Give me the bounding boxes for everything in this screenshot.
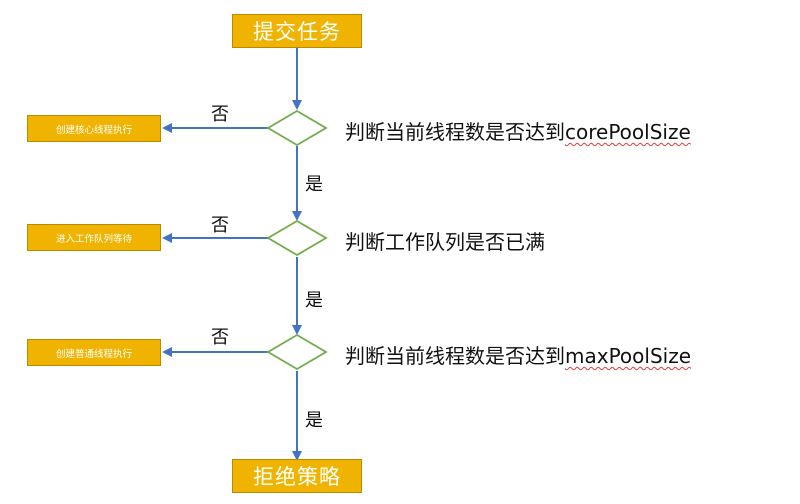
no-label-1: 否 (211, 104, 229, 125)
decision-question-1: 判断当前线程数是否达到corePoolSize (345, 116, 691, 145)
decision-question-1-term: corePoolSize (565, 120, 691, 144)
action-box-3: 创建普通线程执行 (27, 339, 161, 366)
no-label-2: 否 (211, 215, 229, 236)
action-box-1: 创建核心线程执行 (27, 115, 161, 142)
decision-question-2: 判断工作队列是否已满 (345, 226, 545, 255)
decision-diamond-3 (266, 333, 328, 371)
decision-question-3-text: 判断当前线程数是否达到 (345, 344, 565, 368)
yes-label-3: 是 (305, 410, 323, 431)
no-label-3: 否 (211, 327, 229, 348)
decision-question-1-text: 判断当前线程数是否达到 (345, 120, 565, 144)
action-box-2: 进入工作队列等待 (27, 224, 161, 251)
decision-question-2-text: 判断工作队列是否已满 (345, 230, 545, 254)
start-box: 提交任务 (232, 14, 362, 48)
yes-label-1: 是 (305, 174, 323, 195)
decision-question-3: 判断当前线程数是否达到maxPoolSize (345, 340, 691, 369)
decision-diamond-2 (266, 219, 328, 257)
yes-label-2: 是 (305, 290, 323, 311)
end-box: 拒绝策略 (232, 459, 362, 493)
decision-diamond-1 (266, 109, 328, 147)
decision-question-3-term: maxPoolSize (565, 344, 692, 368)
